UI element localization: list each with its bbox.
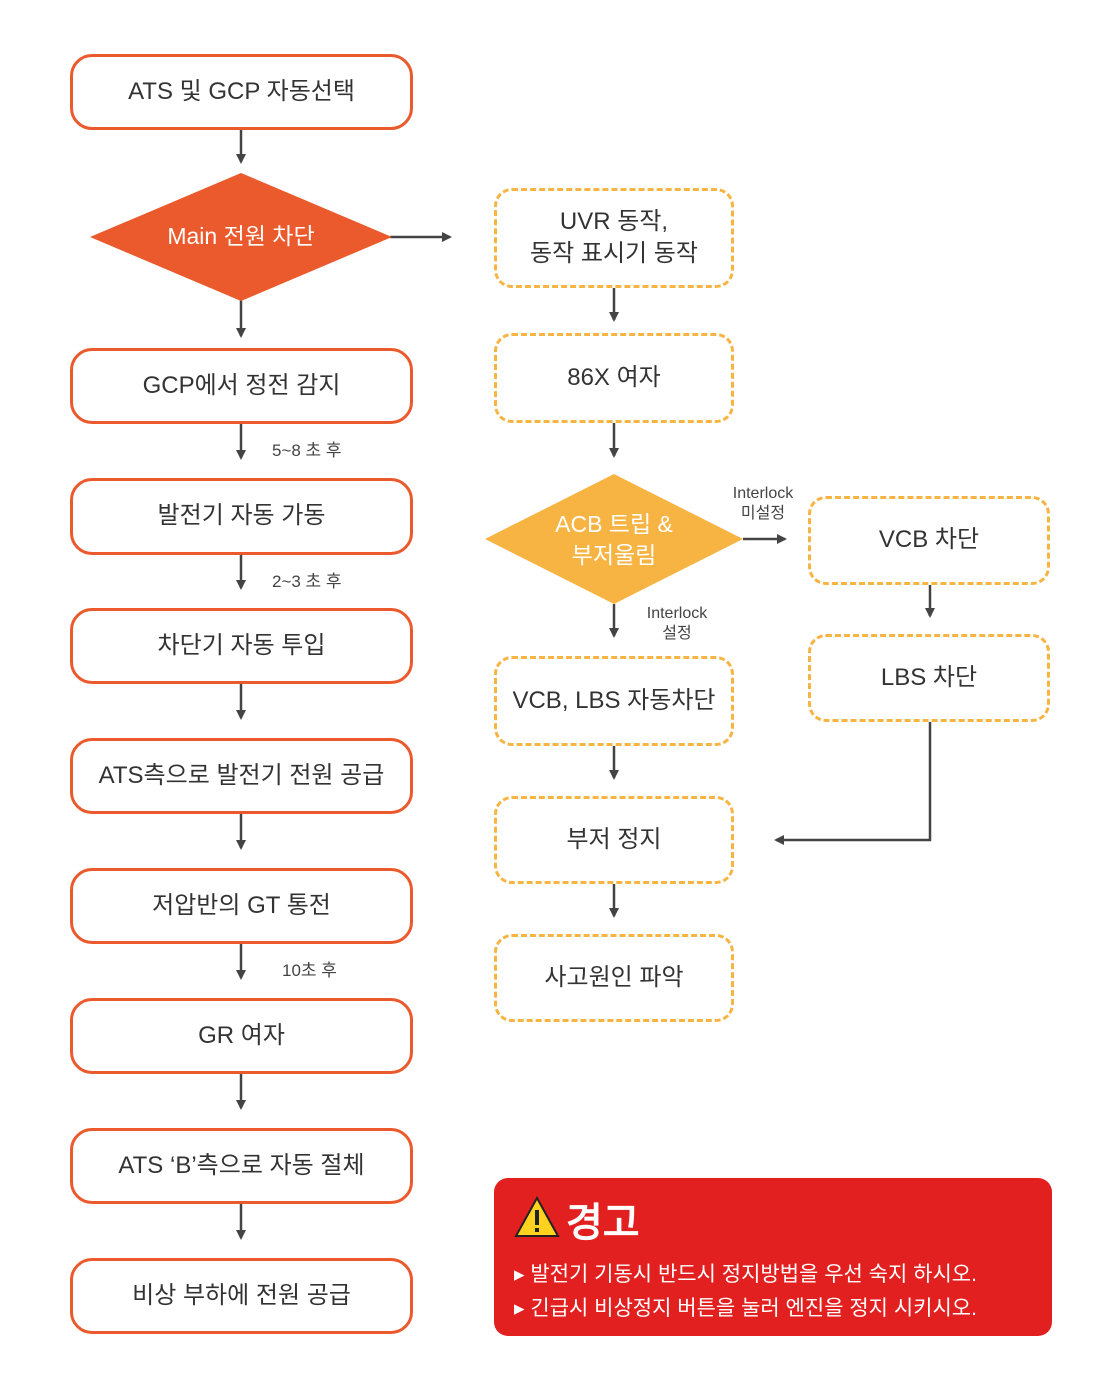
main-power-cut-diamond <box>90 173 392 301</box>
uvr-line2: 동작 표시기 동작 <box>530 240 698 267</box>
warning-panel: 경고 ▸ 발전기 기동시 반드시 정지방법을 우선 숙지 하시오. ▸ 긴급시 … <box>494 1178 1052 1336</box>
step-ats-gcp-select: ATS 및 GCP 자동선택 <box>70 54 413 130</box>
delay-label-2-3s: 2~3 초 후 <box>272 572 342 591</box>
delay-label-10s: 10초 후 <box>282 961 337 980</box>
main-power-cut-label: Main 전원 차단 <box>167 223 315 250</box>
step-generator-start: 발전기 자동 가동 <box>70 478 413 555</box>
acb-trip-label: ACB 트립 & 부저울림 <box>530 505 698 575</box>
step-86x-excite: 86X 여자 <box>494 333 734 423</box>
step-vcb-trip: VCB 차단 <box>808 496 1050 585</box>
step-label: 부저 정지 <box>566 825 662 853</box>
step-gr-excite: GR 여자 <box>70 998 413 1074</box>
step-label: LBS 차단 <box>880 663 978 691</box>
warning-line-1: ▸ 발전기 기동시 반드시 정지방법을 우선 숙지 하시오. <box>514 1263 977 1286</box>
step-gt-energize: 저압반의 GT 통전 <box>70 868 413 944</box>
step-label: VCB, LBS 자동차단 <box>512 686 716 714</box>
warning-triangle-icon <box>514 1196 560 1237</box>
step-label: 저압반의 GT 통전 <box>152 891 331 919</box>
step-label: GR 여자 <box>198 1021 285 1049</box>
interlock-set-line1: Interlock <box>646 605 708 622</box>
acb-line1: ACB 트립 & <box>555 510 673 537</box>
interlock-unset-label: Interlock 미설정 <box>724 484 802 524</box>
step-identify-cause: 사고원인 파악 <box>494 934 734 1022</box>
interlock-set-line2: 설정 <box>662 625 692 642</box>
arrow-lbs-to-buzzer <box>774 722 932 845</box>
acb-line2: 부저울림 <box>571 542 657 568</box>
step-buzzer-stop: 부저 정지 <box>494 796 734 884</box>
acb-trip-diamond <box>485 474 743 604</box>
step-uvr-operate: UVR 동작, 동작 표시기 동작 <box>494 188 734 288</box>
step-label: 차단기 자동 투입 <box>157 631 326 659</box>
interlock-unset-line2: 미설정 <box>740 505 786 522</box>
step-label: ATS ‘B’측으로 자동 절체 <box>118 1151 365 1179</box>
step-label: ATS측으로 발전기 전원 공급 <box>98 761 385 789</box>
delay-label-5-8s: 5~8 초 후 <box>272 441 342 460</box>
step-label: ATS 및 GCP 자동선택 <box>128 77 355 105</box>
step-label: GCP에서 정전 감지 <box>142 371 341 399</box>
interlock-unset-line1: Interlock <box>732 485 794 502</box>
step-emergency-load-supply: 비상 부하에 전원 공급 <box>70 1258 413 1334</box>
warning-line-2: ▸ 긴급시 비상정지 버튼을 눌러 엔진을 정지 시키시오. <box>514 1297 977 1320</box>
step-breaker-close: 차단기 자동 투입 <box>70 608 413 684</box>
step-ats-generator-supply: ATS측으로 발전기 전원 공급 <box>70 738 413 814</box>
step-label: 비상 부하에 전원 공급 <box>132 1281 351 1309</box>
step-vcb-lbs-auto-trip: VCB, LBS 자동차단 <box>494 656 734 746</box>
interlock-set-label: Interlock 설정 <box>638 604 716 644</box>
step-ats-b-transfer: ATS ‘B’측으로 자동 절체 <box>70 1128 413 1204</box>
uvr-line1: UVR 동작, <box>559 207 669 235</box>
step-gcp-outage-detect: GCP에서 정전 감지 <box>70 348 413 424</box>
warning-title: 경고 <box>566 1201 640 1245</box>
step-label: 86X 여자 <box>567 363 661 391</box>
step-label: 발전기 자동 가동 <box>157 502 326 530</box>
step-label: 사고원인 파악 <box>544 963 684 991</box>
step-lbs-trip: LBS 차단 <box>808 634 1050 722</box>
step-label: VCB 차단 <box>878 526 980 554</box>
